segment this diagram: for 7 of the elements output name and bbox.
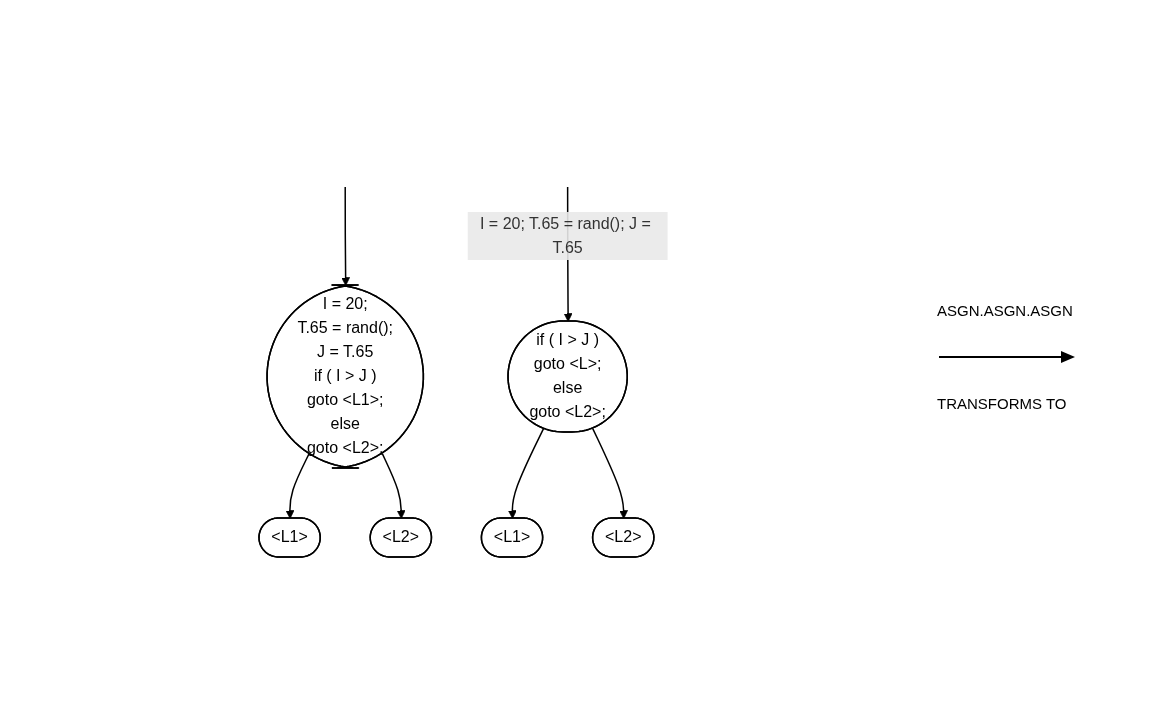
transform-label: TRANSFORMS TO (937, 394, 1068, 412)
edge-label: I = 20; T.65 = rand(); J = T.65 (480, 214, 652, 256)
arrow (381, 452, 406, 519)
note-label: ASGN.ASGN.ASGN (937, 301, 1074, 319)
arrow (508, 427, 545, 519)
arrow (285, 452, 311, 519)
arrow (592, 427, 629, 519)
